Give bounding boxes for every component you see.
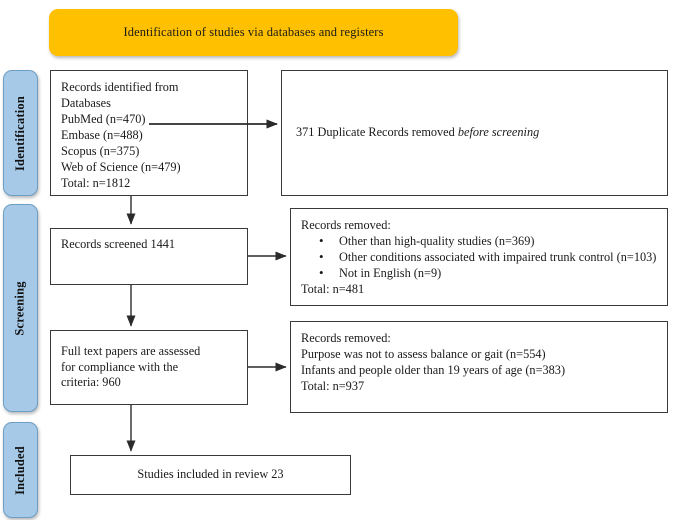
phase-label-identification-text: Identification xyxy=(13,95,27,171)
identification-banner: Identification of studies via databases … xyxy=(49,9,458,56)
phase-label-screening-text: Screening xyxy=(13,280,28,336)
identification-banner-label: Identification of studies via databases … xyxy=(123,25,384,39)
list-item: Not in English (n=9) xyxy=(319,265,657,282)
full-text-line-2: for compliance with the xyxy=(61,359,179,374)
phase-label-screening: Screening xyxy=(3,204,38,412)
duplicate-records-text: 371 Duplicate Records removed before scr… xyxy=(296,125,539,141)
full-text-assessed-text: Full text papers are assessed for compli… xyxy=(61,344,200,392)
list-item: Other than high-quality studies (n=369) xyxy=(319,233,657,250)
records-removed-fulltext-heading: Records removed: xyxy=(301,331,391,345)
records-identified-total: Total: n=1812 xyxy=(61,175,131,190)
list-item: Other conditions associated with impaire… xyxy=(319,249,657,266)
records-screened-label: Records screened 1441 xyxy=(61,237,176,251)
records-identified-line-2: Databases xyxy=(61,95,111,110)
full-text-line-1: Full text papers are assessed xyxy=(61,343,201,358)
records-removed-screening-reasons: Other than high-quality studies (n=369) … xyxy=(301,233,657,282)
records-removed-fulltext-reason-1: Purpose was not to assess balance or gai… xyxy=(301,346,546,361)
phase-label-included: Included xyxy=(3,422,38,518)
phase-label-identification: Identification xyxy=(3,70,38,196)
box-records-removed-screening: Records removed: Other than high-quality… xyxy=(290,208,668,306)
records-identified-line-6: Web of Science (n=479) xyxy=(61,159,181,174)
records-removed-screening-total: Total: n=481 xyxy=(301,281,365,296)
studies-included-label: Studies included in review 23 xyxy=(137,467,284,481)
phase-label-included-text: Included xyxy=(13,445,27,495)
duplicate-records-prefix: 371 Duplicate Records removed xyxy=(296,125,458,139)
full-text-line-3: criteria: 960 xyxy=(61,375,121,390)
records-identified-line-3: PubMed (n=470) xyxy=(61,111,146,126)
duplicate-records-emphasis: before screening xyxy=(457,125,540,139)
box-studies-included: Studies included in review 23 xyxy=(70,455,351,495)
records-removed-fulltext-total: Total: n=937 xyxy=(301,378,365,393)
records-identified-line-4: Embase (n=488) xyxy=(61,127,143,142)
box-full-text-assessed: Full text papers are assessed for compli… xyxy=(50,330,248,405)
box-records-screened: Records screened 1441 xyxy=(50,228,248,285)
records-identified-line-5: Scopus (n=375) xyxy=(61,143,140,158)
box-records-removed-fulltext: Records removed: Purpose was not to asse… xyxy=(290,321,668,413)
box-duplicate-records-removed: 371 Duplicate Records removed before scr… xyxy=(281,70,668,196)
records-identified-line-1: Records identified from xyxy=(61,80,179,94)
records-removed-fulltext-reason-2: Infants and people older than 19 years o… xyxy=(301,362,566,377)
box-records-identified: Records identified from Databases PubMed… xyxy=(50,70,248,196)
records-removed-screening-heading: Records removed: xyxy=(301,218,391,232)
